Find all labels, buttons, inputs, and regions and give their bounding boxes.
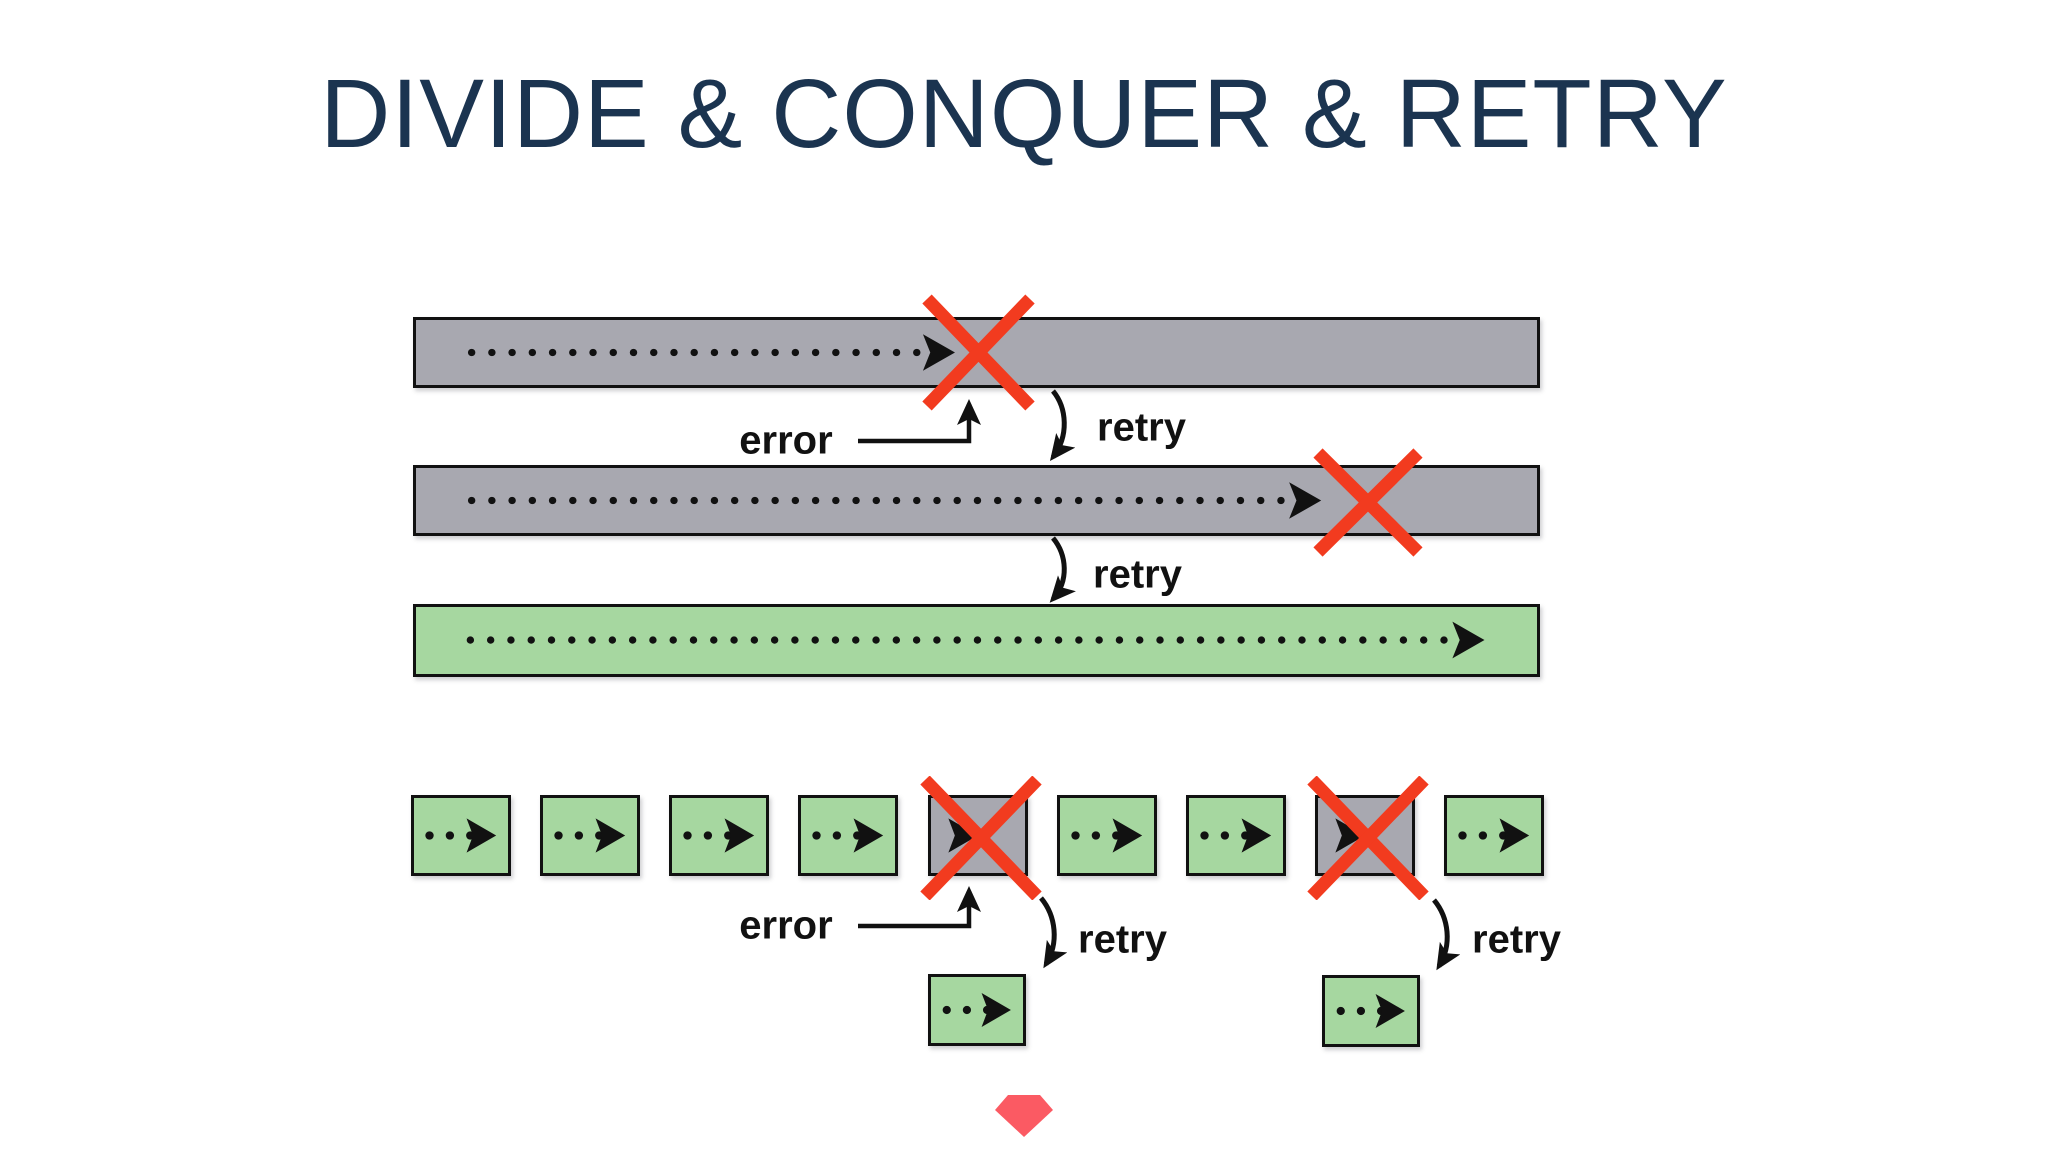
task-box-3 <box>669 795 770 876</box>
dotted-arrow-icon <box>942 993 1011 1027</box>
retry-curve-arrow <box>1039 896 1068 969</box>
task-box-2 <box>540 795 641 876</box>
task-box-7 <box>1185 795 1286 876</box>
attempt-bar-3-success <box>413 604 1540 677</box>
attempt-bar-1 <box>413 317 1540 388</box>
retry-curve-arrow <box>1049 536 1076 603</box>
task-box-6 <box>1056 795 1157 876</box>
dotted-arrow-icon <box>1335 818 1365 853</box>
slide-title: DIVIDE & CONQUER & RETRY <box>320 59 1728 168</box>
dotted-arrow-icon <box>466 621 1485 659</box>
dotted-arrow-icon <box>554 818 626 853</box>
retry-label-1: retry <box>1097 405 1186 450</box>
retry-label-2: retry <box>1093 552 1182 597</box>
error-x-icon <box>919 776 1042 900</box>
gem-icon <box>995 1095 1053 1137</box>
dotted-arrow-icon <box>1458 818 1530 853</box>
task-box-9 <box>1444 795 1544 876</box>
retry-box-2 <box>1322 975 1420 1047</box>
attempt-bar-2 <box>413 465 1540 536</box>
dotted-arrow-icon <box>1070 818 1142 853</box>
dotted-arrow-icon <box>467 334 955 371</box>
error-label-top: error <box>739 418 833 463</box>
dotted-arrow-icon <box>683 818 755 853</box>
retry-label-3: retry <box>1078 917 1167 962</box>
error-callout-arrow <box>858 399 981 444</box>
error-label-bottom: error <box>739 903 833 948</box>
retry-box-1 <box>928 974 1026 1046</box>
dotted-arrow-icon <box>812 818 884 853</box>
retry-curve-arrow <box>1049 389 1076 461</box>
dotted-arrow-icon <box>1200 818 1271 853</box>
error-x-icon <box>1307 776 1429 900</box>
task-box-8-error <box>1307 776 1429 900</box>
task-box-4 <box>798 795 899 876</box>
task-box-1 <box>411 795 511 876</box>
retry-label-4: retry <box>1472 917 1561 962</box>
dotted-arrow-icon <box>1336 994 1405 1028</box>
dotted-arrow-icon <box>467 482 1322 519</box>
retry-curve-arrow <box>1432 898 1461 971</box>
dotted-arrow-icon <box>947 818 978 853</box>
dotted-arrow-icon <box>425 818 497 853</box>
task-box-5-error <box>919 776 1042 900</box>
